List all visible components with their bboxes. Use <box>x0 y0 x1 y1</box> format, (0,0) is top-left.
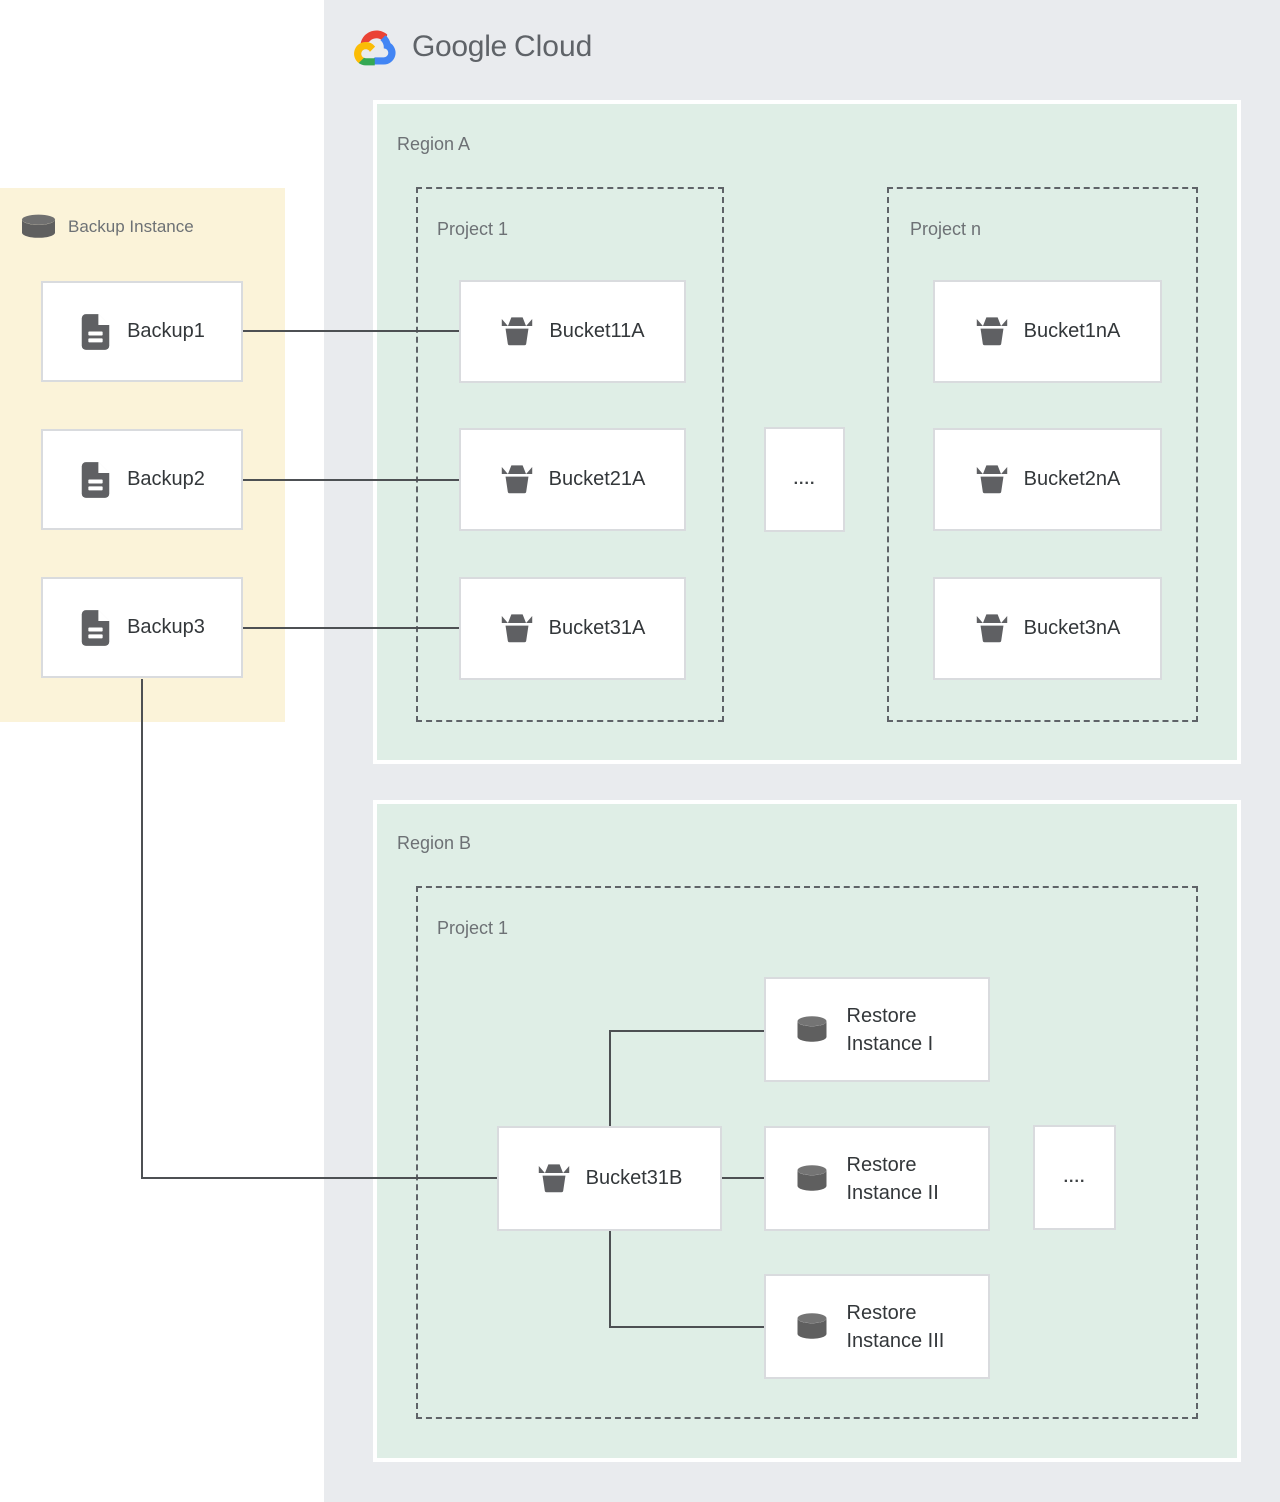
bucket31a-label: Bucket31A <box>548 617 646 639</box>
restore-instance-1-label: Restore Instance I <box>846 1004 934 1055</box>
region-b-label: Region B <box>397 833 472 853</box>
more-instances-box: .... <box>1033 1125 1116 1230</box>
bucket-icon <box>501 614 532 643</box>
bucket3na-label: Bucket3nA <box>1023 617 1121 639</box>
bucket-icon <box>502 317 533 346</box>
bucket-icon <box>976 317 1007 346</box>
region-a-label: Region A <box>397 134 471 154</box>
bucket21a-label: Bucket21A <box>548 468 646 490</box>
bucket31b-label: Bucket31B <box>585 1167 683 1189</box>
ellipsis-label: .... <box>793 470 816 488</box>
bucket31a-box: Bucket31A <box>459 577 686 680</box>
project-1-label: Project 1 <box>437 219 509 239</box>
region-a-project-n-box <box>887 187 1198 722</box>
restore-instance-2-label: Restore Instance II <box>846 1153 939 1204</box>
document-icon <box>81 461 110 498</box>
region-b-project-1-label: Project 1 <box>437 918 509 938</box>
bucket-icon <box>538 1164 569 1193</box>
database-icon <box>797 1016 826 1042</box>
region-a-project-1-box <box>416 187 724 722</box>
backup-instance-header: Backup Instance <box>20 214 194 240</box>
google-cloud-icon <box>354 30 396 66</box>
project-n-label: Project n <box>910 219 982 239</box>
bucket-icon <box>501 465 532 494</box>
backup3-label: Backup3 <box>127 616 205 638</box>
bucket31b-box: Bucket31B <box>497 1126 722 1231</box>
restore-instance-3-label: Restore Instance III <box>846 1301 945 1352</box>
logo-google-text: Google <box>412 30 507 63</box>
restore-instance-2-box: Restore Instance II <box>764 1126 990 1231</box>
bucket21a-box: Bucket21A <box>459 428 686 531</box>
bucket-icon <box>976 465 1007 494</box>
bucket1na-box: Bucket1nA <box>933 280 1162 383</box>
more-projects-box: .... <box>764 427 845 532</box>
backup2-label: Backup2 <box>127 468 205 490</box>
database-icon <box>797 1313 826 1339</box>
bucket11a-label: Bucket11A <box>549 320 645 342</box>
backup3-box: Backup3 <box>41 577 243 678</box>
document-icon <box>81 313 110 350</box>
backup2-box: Backup2 <box>41 429 243 530</box>
database-icon <box>797 1165 826 1191</box>
bucket3na-box: Bucket3nA <box>933 577 1162 680</box>
bucket2na-box: Bucket2nA <box>933 428 1162 531</box>
bucket11a-box: Bucket11A <box>459 280 686 383</box>
document-icon <box>81 609 110 646</box>
backup1-label: Backup1 <box>127 320 205 342</box>
logo-cloud-text: Cloud <box>513 30 593 63</box>
ellipsis-label: .... <box>1063 1168 1086 1186</box>
bucket-icon <box>976 614 1007 643</box>
restore-instance-3-box: Restore Instance III <box>764 1274 990 1379</box>
backup-instance-title: Backup Instance <box>68 217 194 236</box>
bucket2na-label: Bucket2nA <box>1023 468 1121 490</box>
bucket1na-label: Bucket1nA <box>1023 320 1121 342</box>
database-icon <box>22 214 55 238</box>
backup1-box: Backup1 <box>41 281 243 382</box>
restore-instance-1-box: Restore Instance I <box>764 977 990 1082</box>
